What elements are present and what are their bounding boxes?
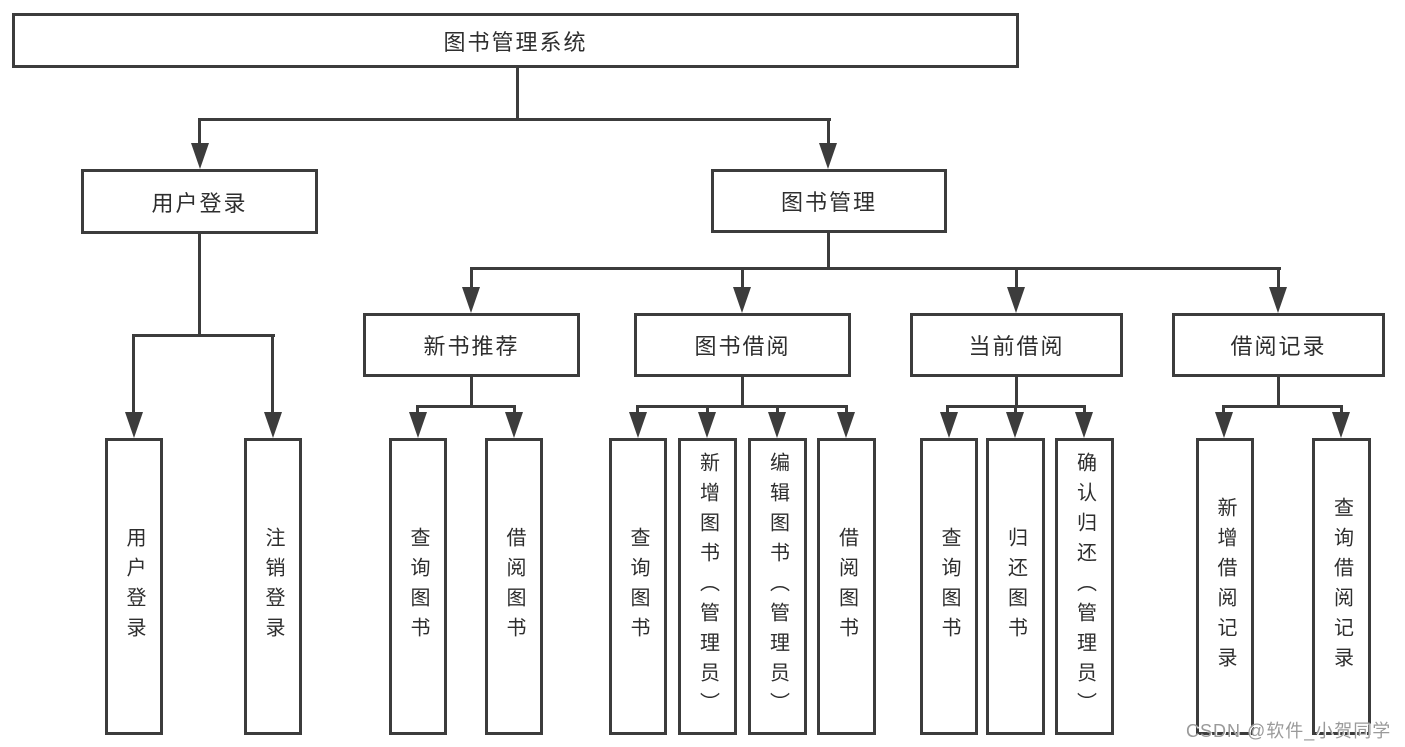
arrowhead-down-icon — [819, 143, 837, 169]
node-label: 图书管理 — [780, 190, 877, 215]
node-label: 新书推荐 — [423, 334, 520, 359]
node-new-book-recommend: 新书推荐 — [363, 313, 580, 377]
leaf-borrow-books-borrowing: 借阅图书 — [817, 438, 876, 735]
leaf-query-books-current: 查询图书 — [920, 438, 978, 735]
connector-line — [741, 377, 744, 408]
connector-line — [1083, 405, 1086, 415]
leaf-borrow-books-recommend: 借阅图书 — [485, 438, 543, 735]
connector-line — [132, 334, 135, 414]
node-borrowing-records: 借阅记录 — [1172, 313, 1385, 377]
connector-line — [636, 405, 639, 415]
arrowhead-down-icon — [191, 143, 209, 169]
arrowhead-down-icon — [1075, 412, 1093, 438]
leaf-return-books: 归还图书 — [986, 438, 1045, 735]
arrowhead-down-icon — [1006, 412, 1024, 438]
leaf-query-books-borrowing: 查询图书 — [609, 438, 667, 735]
node-book-management: 图书管理 — [711, 169, 947, 233]
node-label: 查询图书 — [938, 526, 960, 647]
arrowhead-down-icon — [125, 412, 143, 438]
node-label: 用户登录 — [123, 526, 145, 647]
connector-line — [1222, 405, 1343, 408]
leaf-add-books-admin: 新增图书（管理员） — [678, 438, 737, 735]
node-label: 归还图书 — [1004, 526, 1027, 647]
node-current-borrowing: 当前借阅 — [910, 313, 1123, 377]
arrowhead-down-icon — [505, 412, 523, 438]
connector-line — [416, 405, 419, 415]
connector-line — [1277, 377, 1280, 408]
node-label: 借阅记录 — [1230, 334, 1327, 359]
connector-line — [845, 405, 848, 415]
connector-line — [827, 118, 830, 146]
connector-line — [516, 68, 519, 120]
connector-line — [470, 267, 1281, 270]
arrowhead-down-icon — [409, 412, 427, 438]
connector-line — [198, 118, 831, 121]
node-user-login: 用户登录 — [81, 169, 318, 234]
connector-line — [416, 405, 516, 408]
node-label: 编辑图书（管理员） — [766, 451, 789, 722]
node-label: 注销登录 — [262, 526, 284, 647]
connector-line — [198, 234, 201, 336]
connector-line — [827, 233, 830, 270]
node-label: 确认归还（管理员） — [1073, 451, 1096, 722]
connector-line — [776, 405, 779, 415]
connector-line — [132, 334, 275, 337]
arrowhead-down-icon — [733, 287, 751, 313]
arrowhead-down-icon — [1215, 412, 1233, 438]
node-label: 查询图书 — [627, 526, 649, 647]
node-label: 借阅图书 — [835, 526, 858, 647]
arrowhead-down-icon — [264, 412, 282, 438]
arrowhead-down-icon — [837, 412, 855, 438]
node-label: 用户登录 — [151, 190, 248, 216]
arrowhead-down-icon — [462, 287, 480, 313]
leaf-user-login: 用户登录 — [105, 438, 163, 735]
leaf-add-borrow-record: 新增借阅记录 — [1196, 438, 1254, 735]
node-label: 当前借阅 — [968, 334, 1065, 359]
connector-line — [271, 334, 274, 414]
arrowhead-down-icon — [1332, 412, 1350, 438]
node-label: 新增图书（管理员） — [696, 451, 719, 722]
connector-line — [706, 405, 709, 415]
arrowhead-down-icon — [940, 412, 958, 438]
arrowhead-down-icon — [698, 412, 716, 438]
leaf-edit-books-admin: 编辑图书（管理员） — [748, 438, 807, 735]
node-label: 查询借阅记录 — [1330, 496, 1353, 677]
node-label: 新增借阅记录 — [1214, 496, 1236, 677]
leaf-query-books-recommend: 查询图书 — [389, 438, 447, 735]
connector-line — [1277, 267, 1280, 291]
node-label: 图书管理系统 — [443, 29, 588, 55]
node-library-management-system: 图书管理系统 — [12, 13, 1019, 68]
arrowhead-down-icon — [1007, 287, 1025, 313]
node-label: 查询图书 — [407, 526, 429, 647]
connector-line — [513, 405, 516, 415]
leaf-logout-login: 注销登录 — [244, 438, 302, 735]
connector-line — [1015, 267, 1018, 291]
connector-line — [1340, 405, 1343, 415]
arrowhead-down-icon — [1269, 287, 1287, 313]
leaf-confirm-return-admin: 确认归还（管理员） — [1055, 438, 1114, 735]
leaf-query-borrow-record: 查询借阅记录 — [1312, 438, 1371, 735]
connector-line — [198, 118, 201, 146]
connector-line — [741, 267, 744, 291]
node-book-borrowing: 图书借阅 — [634, 313, 851, 377]
csdn-watermark: CSDN @软件_小贺同学 — [1186, 721, 1392, 741]
connector-line — [1014, 405, 1017, 415]
node-label: 借阅图书 — [503, 526, 525, 647]
connector-line — [636, 405, 848, 408]
connector-line — [946, 405, 949, 415]
connector-line — [470, 377, 473, 408]
node-label: 图书借阅 — [694, 334, 791, 359]
connector-line — [470, 267, 473, 291]
arrowhead-down-icon — [768, 412, 786, 438]
connector-line — [1015, 377, 1018, 408]
connector-line — [1222, 405, 1225, 415]
arrowhead-down-icon — [629, 412, 647, 438]
